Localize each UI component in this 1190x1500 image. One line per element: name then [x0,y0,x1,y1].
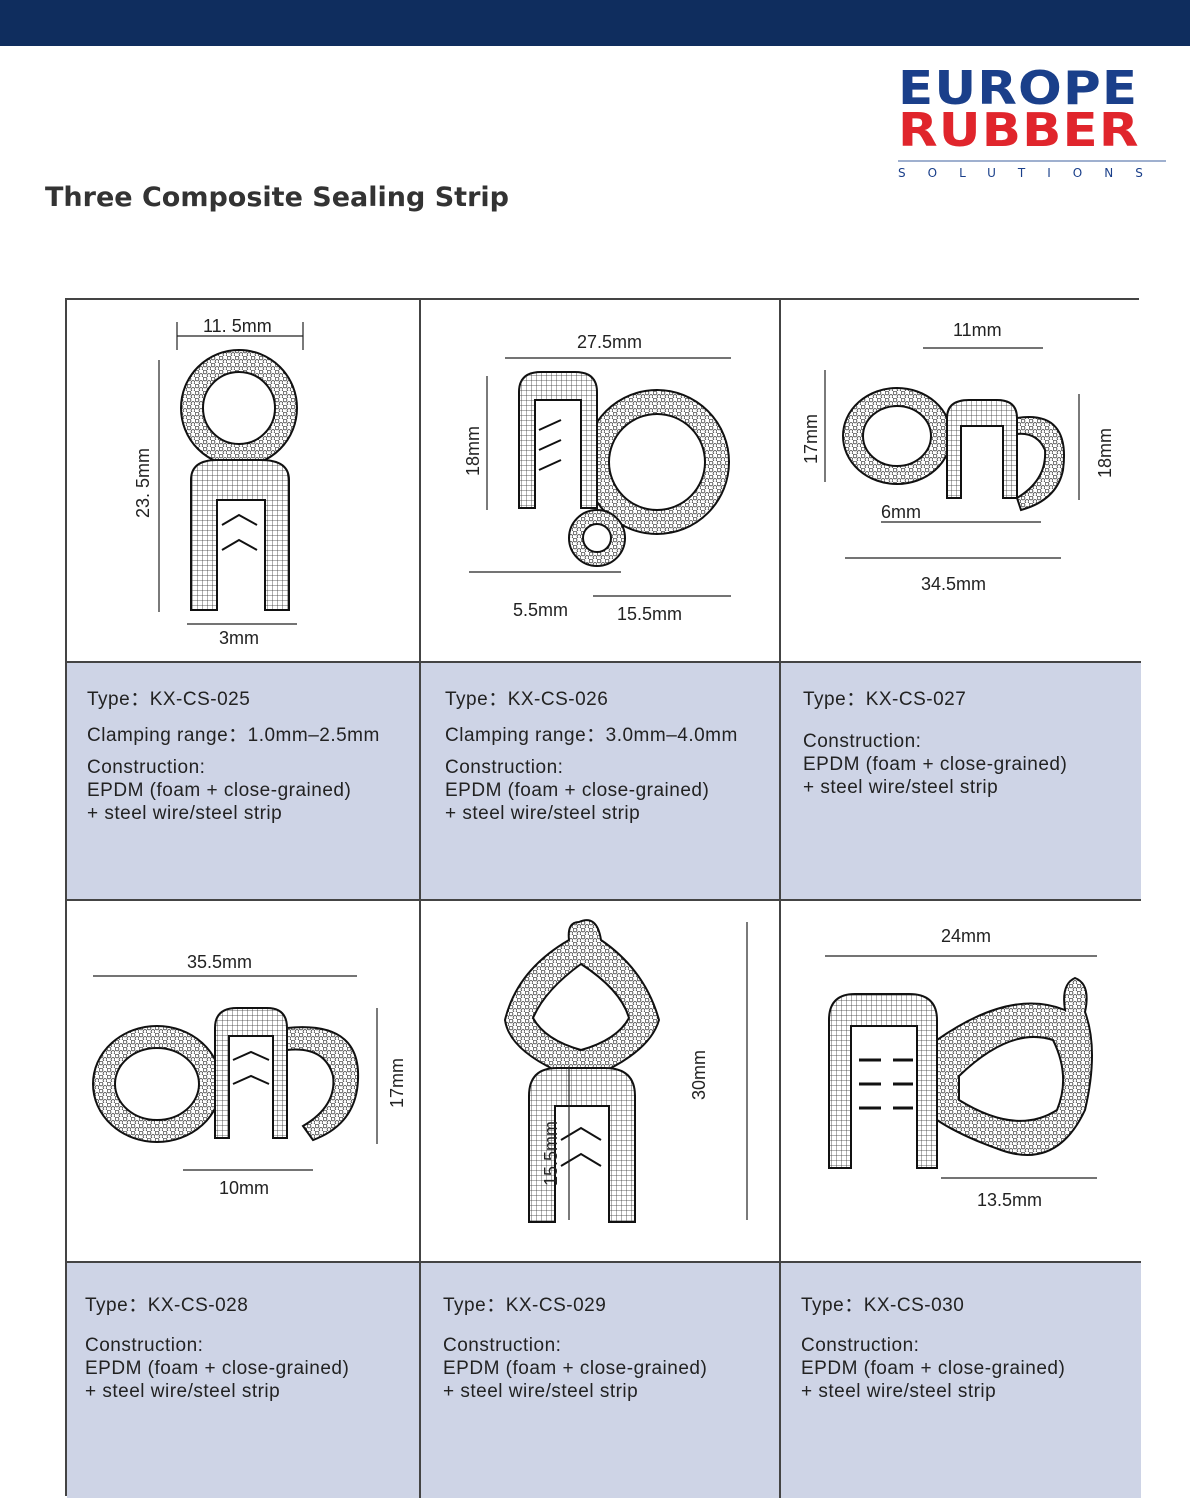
construction-label: Construction: [803,731,922,752]
logo-line-europe: EUROPE [898,61,1139,115]
construction-material: EPDM (foam + close-grained) [443,1358,708,1379]
clamp-body [946,399,1018,499]
profile-drawing-kx-cs-030: 24mm 13.5mm [825,926,1097,1210]
clamp-body [528,1067,636,1223]
product-info-cell: Type：KX-CS-030 Construction: EPDM (foam … [781,1262,1141,1498]
logo-divider [898,160,1166,162]
dim-label: 24mm [941,926,991,946]
product-type: Type：KX-CS-028 [85,1295,249,1316]
construction-label: Construction: [85,1335,204,1356]
construction-material: EPDM (foam + close-grained) [445,780,710,801]
dim-label: 10mm [219,1178,269,1198]
dim-label: 6mm [881,502,921,522]
construction-reinforcement: + steel wire/steel strip [443,1381,639,1402]
clamping-range: Clamping range：3.0mm–4.0mm [445,725,738,746]
product-info-cell: Type：KX-CS-028 Construction: EPDM (foam … [67,1262,421,1498]
grid-divider [67,1261,1141,1263]
dim-label: 27.5mm [577,332,642,352]
dim-label: 18mm [463,426,483,476]
dim-label: 23. 5mm [133,448,153,518]
dim-label: 35.5mm [187,952,252,972]
construction-material: EPDM (foam + close-grained) [803,754,1068,775]
dim-label: 17mm [801,414,821,464]
clamp-body [214,1007,288,1139]
profile-drawing-kx-cs-025: 11. 5mm 23. 5mm 3mm [133,316,304,648]
brand-logo: EUROPE RUBBER SOLUTIONS [898,65,1170,180]
construction-material: EPDM (foam + close-grained) [87,780,352,801]
grid-divider [67,899,1141,901]
product-type: Type：KX-CS-029 [443,1295,607,1316]
clamp-body [518,371,598,509]
construction-reinforcement: + steel wire/steel strip [445,803,641,824]
dim-label: 15.5mm [541,1121,561,1186]
product-grid: 11. 5mm 23. 5mm 3mm 27.5mm 18mm 5.5mm 15… [65,298,1141,1498]
dim-label: 18mm [1095,428,1115,478]
header-bar [0,0,1190,46]
product-image-cell: 35.5mm 17mm 10mm [67,900,421,1262]
construction-label: Construction: [443,1335,562,1356]
product-info-cell: Type：KX-CS-025 Clamping range：1.0mm–2.5m… [67,662,421,900]
product-image-cell: 11. 5mm 23. 5mm 3mm [67,300,421,662]
dim-label: 5.5mm [513,600,568,620]
dim-label: 15.5mm [617,604,682,624]
grid-divider [67,661,1141,663]
product-type: Type：KX-CS-027 [803,689,967,710]
clamp-body [828,993,938,1169]
dim-label: 30mm [689,1050,709,1100]
construction-label: Construction: [801,1335,920,1356]
construction-reinforcement: + steel wire/steel strip [85,1381,281,1402]
product-info-cell: Type：KX-CS-026 Clamping range：3.0mm–4.0m… [421,662,781,900]
product-type: Type：KX-CS-025 [87,689,251,710]
construction-material: EPDM (foam + close-grained) [85,1358,350,1379]
dim-label: 11mm [953,320,1002,340]
construction-label: Construction: [87,757,206,778]
logo-line-solutions: SOLUTIONS [898,166,1165,180]
construction-reinforcement: + steel wire/steel strip [801,1381,997,1402]
dim-label: 17mm [387,1058,407,1108]
product-info-cell: Type：KX-CS-027 Construction: EPDM (foam … [781,662,1141,900]
profile-drawing-kx-cs-028: 35.5mm 17mm 10mm [92,952,407,1198]
product-image-cell: 27.5mm 18mm 5.5mm 15.5mm [421,300,781,662]
construction-reinforcement: + steel wire/steel strip [803,777,999,798]
profile-drawing-kx-cs-027: 11mm 17mm 18mm 6mm 34.5mm [801,320,1115,594]
product-type: Type：KX-CS-030 [801,1295,965,1316]
product-image-cell: 24mm 13.5mm [781,900,1141,1262]
clamp-body [190,459,290,611]
page-title: Three Composite Sealing Strip [45,182,509,213]
product-image-cell: 11mm 17mm 18mm 6mm 34.5mm [781,300,1141,662]
product-type: Type：KX-CS-026 [445,689,609,710]
clamping-range: Clamping range：1.0mm–2.5mm [87,725,380,746]
logo-line-rubber: RUBBER [898,103,1140,157]
dim-label: 11. 5mm [203,316,272,336]
profile-drawing-kx-cs-026: 27.5mm 18mm 5.5mm 15.5mm [463,332,731,624]
product-image-cell: 30mm 15.5mm [421,900,781,1262]
construction-reinforcement: + steel wire/steel strip [87,803,283,824]
product-info-cell: Type：KX-CS-029 Construction: EPDM (foam … [421,1262,781,1498]
construction-label: Construction: [445,757,564,778]
dim-label: 3mm [219,628,259,648]
dim-label: 13.5mm [977,1190,1042,1210]
construction-material: EPDM (foam + close-grained) [801,1358,1066,1379]
profile-drawing-kx-cs-029: 30mm 15.5mm [503,919,748,1223]
dim-label: 34.5mm [921,574,986,594]
